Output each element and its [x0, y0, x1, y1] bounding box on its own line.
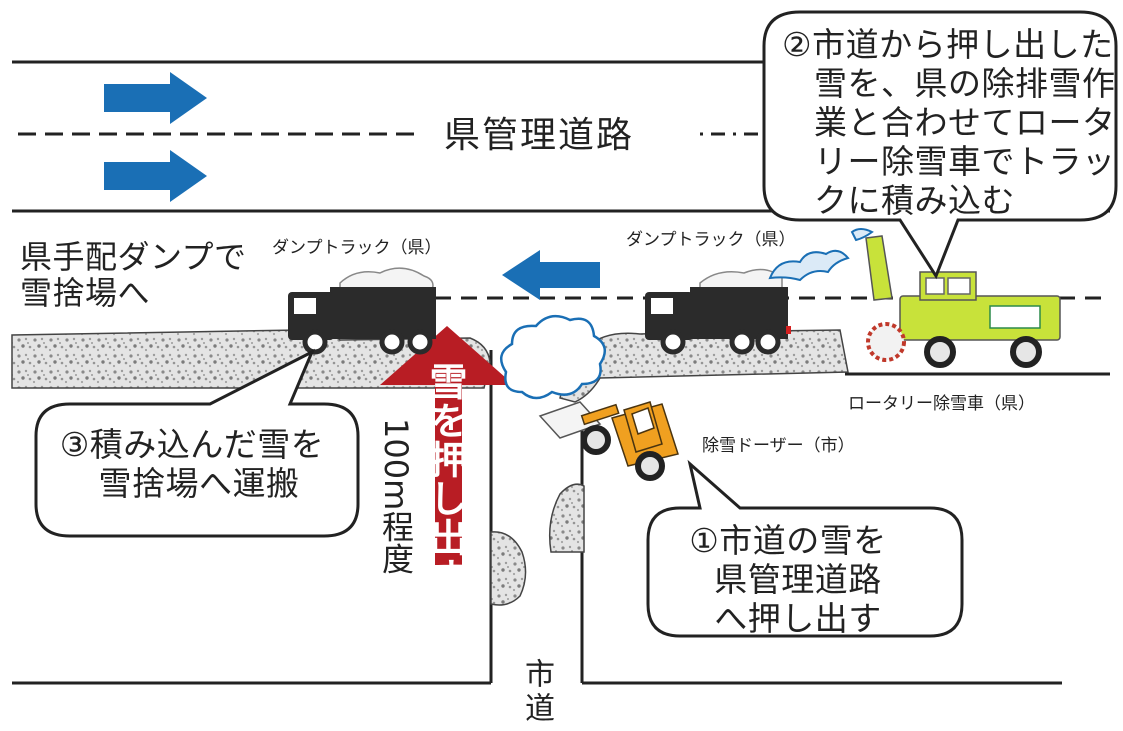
dozer-bucket	[538, 401, 602, 439]
callout-bubble-2	[762, 10, 1118, 280]
push-arrow	[380, 326, 514, 565]
callout-2-line: 雪を、県の除排雪作	[814, 63, 1116, 103]
wheel-icon	[729, 329, 755, 355]
direction-arrows	[104, 72, 600, 300]
snow-spray-icon	[768, 228, 874, 282]
wheel-icon	[660, 329, 686, 355]
wheel-icon	[379, 329, 405, 355]
rotary-label: ロータリー除雪車（県）	[848, 394, 1035, 414]
wheel-icon	[581, 425, 611, 455]
auger-icon	[866, 322, 906, 362]
callout-3-text: ③積み込んだ雪を 雪捨場へ運搬	[60, 425, 334, 504]
wheel-icon	[755, 329, 781, 355]
callout-1-text: ①市道の雪を 県管理道路 へ押し出す	[688, 521, 908, 639]
push-arrow-text: 雪を押し出す	[423, 362, 467, 596]
dozer-label: 除雪ドーザー（市）	[702, 436, 855, 456]
callout-1-line: へ押し出す	[714, 598, 882, 638]
callout-2-line: リー除雪車でトラッ	[814, 141, 1116, 181]
truck-window	[651, 298, 673, 314]
snowplow-panel	[989, 305, 1041, 329]
snow-bank-center	[559, 329, 849, 403]
dump-truck-left	[288, 267, 436, 355]
callout-bubble-3	[34, 348, 360, 538]
wheel-icon	[407, 329, 433, 355]
snow-dozer	[538, 401, 679, 481]
truck-window	[294, 298, 316, 314]
snowplow-window	[925, 277, 945, 295]
snow-pile-city-1	[548, 483, 585, 553]
snow-cloud-icon	[499, 314, 607, 400]
wheel-icon	[635, 451, 665, 481]
wheel-icon	[924, 336, 956, 368]
wheel-icon	[302, 329, 328, 355]
arrow-left-icon	[502, 250, 600, 300]
city-road	[12, 350, 1062, 685]
blower-chute	[865, 235, 893, 301]
city-road-label: 市道	[519, 658, 554, 726]
rotary-snowplow	[865, 235, 1061, 368]
callout-3-line: 雪捨場へ運搬	[98, 463, 300, 503]
callout-1-line: ①市道の雪を	[689, 521, 887, 560]
snowplow-window	[947, 277, 971, 295]
disposal-note-line: 県手配ダンプで	[20, 238, 247, 276]
callout-bubble-1	[646, 459, 964, 638]
callout-2-line: ②市道から押し出した	[782, 25, 1114, 64]
snow-load-icon	[339, 267, 434, 292]
callout-2-line: クに積み込む	[814, 180, 1015, 220]
wheel-icon	[1010, 336, 1042, 368]
arrow-right-icon	[104, 150, 207, 202]
callout-2-text: ②市道から押し出した 雪を、県の除排雪作 業と合わせてロータ リー除雪車でトラッ…	[782, 25, 1116, 221]
distance-label: 100m程度	[377, 418, 415, 575]
dozer-arm	[580, 403, 620, 426]
callout-2-line: 業と合わせてロータ	[814, 102, 1116, 142]
callout-3-line: ③積み込んだ雪を	[59, 425, 325, 464]
dozer-window	[631, 407, 655, 435]
snow-pile-city-2	[490, 531, 527, 606]
disposal-note: 県手配ダンプで 雪捨場へ	[20, 238, 247, 312]
truck-right-label: ダンプトラック（県）	[626, 230, 796, 250]
tail-light-icon	[786, 326, 791, 334]
disposal-note-line: 雪捨場へ	[20, 273, 151, 312]
road-label: 県管理道路	[440, 118, 639, 154]
truck-left-label: ダンプトラック（県）	[272, 238, 442, 258]
arrow-right-icon	[104, 72, 207, 124]
callout-1-line: 県管理道路	[714, 559, 882, 599]
